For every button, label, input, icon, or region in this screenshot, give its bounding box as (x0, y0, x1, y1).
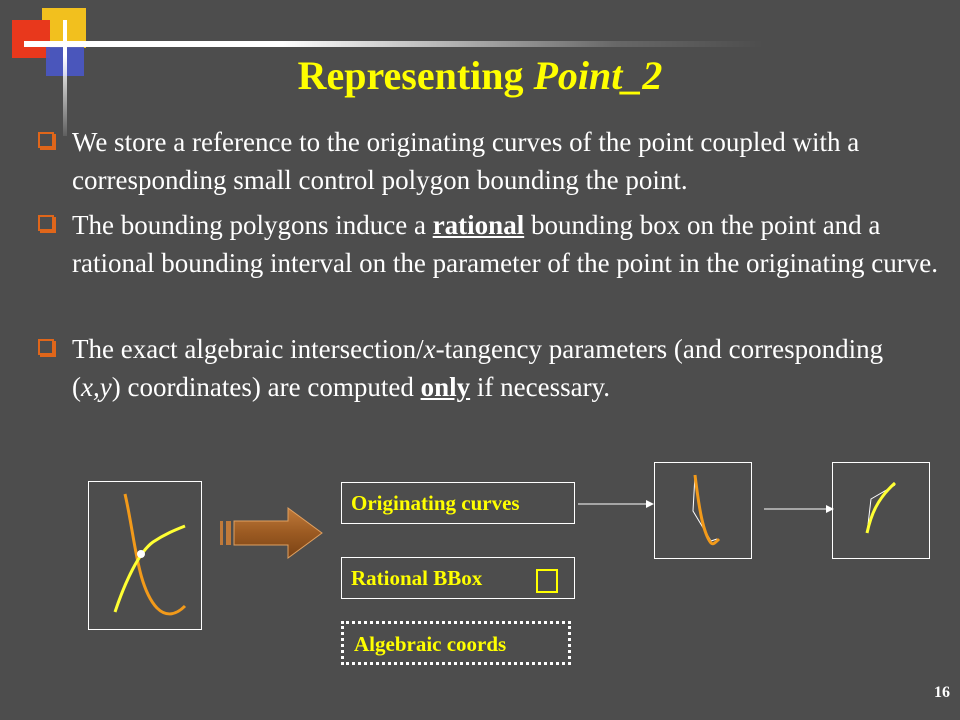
checkbox-square-icon (536, 569, 558, 593)
bullet-3-text-a: The exact algebraic intersection/ (72, 334, 424, 364)
title-emphasis: Point_2 (533, 53, 663, 98)
logo-horizontal-rule (24, 41, 764, 47)
slide-title: Representing Point_2 (0, 52, 960, 100)
bullet-3-text-d: if necessary. (470, 372, 611, 402)
yellow-curve (113, 524, 186, 613)
bullet-item-2: The bounding polygons induce a rational … (38, 206, 938, 324)
bullet-box-icon (38, 339, 54, 355)
block-arrow-icon (220, 507, 323, 559)
logo-vertical-rule (63, 20, 67, 136)
bullet-item-1: We store a reference to the originating … (38, 123, 938, 203)
control-polygon-panel-orange (654, 462, 752, 559)
yellow-control-polygon-figure (865, 481, 896, 534)
intersecting-curves-figure (113, 493, 187, 616)
arrow-to-mid-panel-icon (578, 500, 654, 508)
control-polygon (866, 484, 896, 534)
orange-curve (123, 493, 187, 616)
bullet-2-text-a: The bounding polygons induce a (72, 210, 433, 240)
rational-bbox-text: Rational BBox (351, 566, 483, 590)
bullet-text-1: We store a reference to the originating … (72, 123, 938, 199)
bullet-3-text-b: -tangency parameters (and corresponding … (72, 334, 884, 402)
control-polygon-panel-yellow (832, 462, 930, 559)
originating-curves-text: Originating curves (351, 491, 520, 515)
yellow-curve-segment (865, 481, 896, 534)
bullet-3-italic-xy: x,y (81, 372, 112, 402)
intersecting-curves-panel (88, 481, 202, 630)
bullet-text-2: The bounding polygons induce a rational … (72, 206, 938, 282)
bullet-2-text-b: bounding box on the point and a rational… (72, 210, 938, 278)
orange-curve-segment (693, 474, 721, 546)
bullet-box-icon (38, 132, 54, 148)
intersection-point (137, 550, 145, 558)
page-number: 16 (934, 684, 950, 701)
bullet-3-italic-x: x (423, 334, 436, 364)
bullet-2-emphasis: rational (432, 210, 525, 240)
originating-curves-label: Originating curves (341, 482, 575, 524)
bullet-item-3: The exact algebraic intersection/x-tange… (38, 330, 938, 410)
bullet-3-text-c: ) coordinates) are computed (111, 372, 421, 402)
bullet-box-icon (38, 215, 54, 231)
bullet-text-3: The exact algebraic intersection/x-tange… (72, 330, 938, 406)
logo-red-square (12, 20, 50, 58)
arrow-to-right-panel-icon (764, 505, 834, 513)
title-main: Representing (297, 53, 534, 98)
algebraic-coords-text: Algebraic coords (354, 632, 507, 656)
bullet-1-text: We store a reference to the originating … (72, 127, 860, 195)
bullet-3-emphasis: only (420, 372, 471, 402)
algebraic-coords-label: Algebraic coords (341, 621, 571, 665)
rational-bbox-label: Rational BBox (341, 557, 575, 599)
orange-control-polygon-figure (692, 474, 721, 546)
